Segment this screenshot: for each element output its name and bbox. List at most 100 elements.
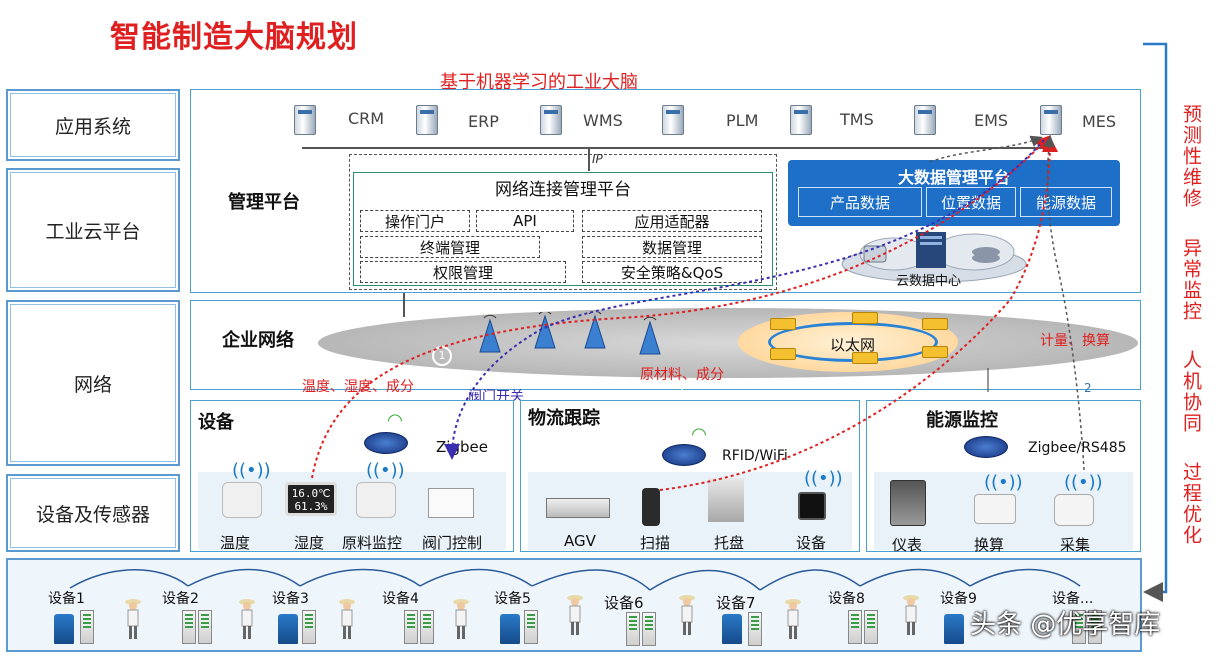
net-platform-title: 网络连接管理平台 [495, 180, 631, 200]
cloud-datacenter-label: 云数据中心 [896, 274, 962, 289]
wifi-icon: ((•)) [984, 472, 1023, 493]
bigdata-product: 产品数据 [798, 187, 922, 217]
control-cabinet-icon [626, 612, 640, 646]
system-label-mes: MES [1082, 112, 1117, 131]
wifi-signal-icon: ◜◝ [692, 424, 706, 445]
layer-label: 设备及传感器 [35, 503, 150, 526]
server-icon [540, 105, 562, 135]
layer-label: 网络 [73, 373, 112, 396]
energy-label-conversion: 换算 [974, 536, 1005, 554]
worker-icon [785, 599, 801, 639]
control-cabinet-icon [302, 610, 316, 644]
right-label-human-machine: 人机协同 [1180, 350, 1202, 434]
layer-label-applications: 应用系统 [6, 89, 180, 161]
module-portal: 操作门户 [360, 210, 470, 232]
equipment-label-6: 设备6 [604, 594, 644, 612]
robot-arm-icon [944, 614, 964, 644]
control-cabinet-icon [404, 610, 418, 644]
equipment-label-9: 设备9 [940, 591, 977, 607]
energy-label-collection: 采集 [1060, 536, 1091, 554]
material-monitor-icon [356, 482, 396, 518]
device-label-valve-control: 阀门控制 [422, 534, 483, 552]
module-security-qos: 安全策略&QoS [582, 261, 762, 283]
robot-arm-icon [722, 614, 742, 644]
router-icon [964, 436, 1008, 458]
diagram-subtitle: 基于机器学习的工业大脑 [440, 72, 638, 93]
equipment-label-8: 设备8 [828, 591, 865, 607]
energy-label-meter: 仪表 [892, 536, 923, 554]
control-cabinet-icon [420, 610, 434, 644]
mgmt-platform-title: 管理平台 [228, 192, 300, 213]
scanner-icon [642, 488, 660, 526]
system-label-ems: EMS [974, 111, 1009, 130]
worker-icon [339, 599, 355, 639]
module-api: API [476, 210, 574, 232]
system-label-tms: TMS [840, 110, 874, 129]
wifi-icon: ((•)) [366, 460, 405, 481]
energy-protocol: Zigbee/RS485 [1028, 440, 1127, 456]
wifi-icon: ((•)) [804, 468, 843, 489]
control-cabinet-icon [748, 612, 762, 646]
flow-number-2: 2 [1084, 381, 1092, 395]
flow-label-metering: 计量、换算 [1040, 333, 1110, 349]
system-label-crm: CRM [348, 109, 385, 128]
control-cabinet-icon [1072, 610, 1086, 644]
flow-label-material: 原材料、成分 [640, 367, 724, 383]
enterprise-network-title: 企业网络 [222, 330, 294, 351]
flow-number-3: 3 [676, 381, 684, 395]
valve-controller-icon [428, 488, 474, 518]
pallet-icon [708, 478, 744, 522]
logistics-title: 物流跟踪 [528, 408, 600, 429]
router-icon [662, 444, 706, 466]
module-permission: 权限管理 [360, 261, 566, 283]
module-adapter: 应用适配器 [582, 210, 762, 232]
control-cabinet-icon [524, 610, 538, 644]
equipment-label-4: 设备4 [382, 591, 419, 607]
systems-row: CRM ERP WMS PLM TMS EMS MES [190, 100, 1141, 140]
worker-icon [903, 595, 919, 635]
wifi-icon: ((•)) [1064, 472, 1103, 493]
worker-icon [453, 599, 469, 639]
enterprise-network-ellipse [318, 308, 1138, 378]
worker-icon [239, 599, 255, 639]
devices-title: 设备 [198, 412, 234, 433]
logistics-label-scan: 扫描 [640, 534, 671, 552]
server-icon [416, 105, 438, 135]
right-label-process-optimization: 过程优化 [1180, 462, 1202, 546]
server-icon [662, 105, 684, 135]
logistics-label-agv: AGV [564, 532, 596, 550]
wifi-icon: ((•)) [232, 460, 271, 481]
switch-icon [770, 318, 796, 330]
equipment-label-7: 设备7 [716, 594, 756, 612]
mgmt-dashed-frame [349, 154, 777, 290]
equipment-label-1: 设备1 [48, 591, 85, 607]
right-label-anomaly-monitoring: 异常监控 [1180, 238, 1202, 322]
module-data-mgmt: 数据管理 [582, 236, 762, 258]
cloud-icon [841, 232, 1027, 283]
control-cabinet-icon [80, 610, 94, 644]
layer-label-network: 网络 [6, 300, 180, 466]
switch-icon [922, 346, 948, 358]
temperature-sensor-icon [222, 482, 262, 518]
collector-icon [1054, 494, 1094, 526]
net-uplink-line [403, 293, 405, 317]
router-icon [364, 432, 408, 454]
humidity-display-icon: 16.0℃ 61.3% [285, 482, 337, 516]
logistics-label-pallet: 托盘 [714, 534, 745, 552]
wireless-tower-icon [479, 312, 661, 355]
page-title: 智能制造大脑规划 [110, 20, 358, 55]
equipment-label-3: 设备3 [272, 591, 309, 607]
module-terminal-mgmt: 终端管理 [360, 236, 540, 258]
robot-arm-icon [500, 614, 520, 644]
server-icon [294, 105, 316, 135]
logistics-label-device: 设备 [796, 534, 827, 552]
server-icon [790, 105, 812, 135]
wifi-signal-icon: ◜◝ [388, 410, 402, 431]
equipment-label-2: 设备2 [162, 591, 199, 607]
watermark-text: 头条 @优享智库 [970, 610, 1161, 640]
device-label-material-monitor: 原料监控 [342, 534, 403, 552]
system-bus-line [302, 147, 1054, 149]
control-cabinet-icon [848, 610, 862, 644]
switch-icon [922, 318, 948, 330]
equipment-link-arcs [69, 568, 1081, 591]
